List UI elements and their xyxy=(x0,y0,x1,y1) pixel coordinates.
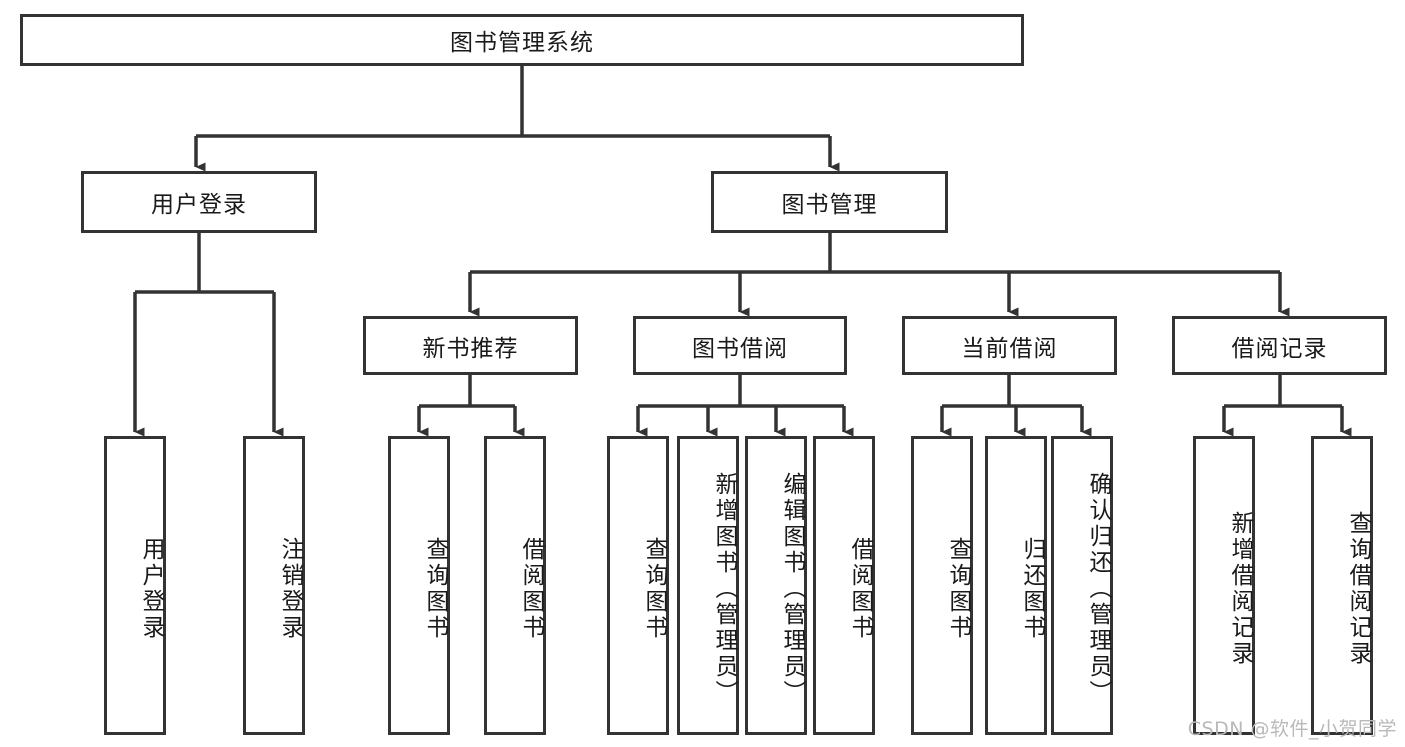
node-book-manage[interactable]: 图书管理 xyxy=(711,171,948,233)
node-borrow-record[interactable]: 借阅记录 xyxy=(1172,316,1387,375)
node-leaf-borrow-book-2[interactable]: 借阅图书 xyxy=(813,436,875,735)
node-new-book-recommend[interactable]: 新书推荐 xyxy=(363,316,578,375)
node-root[interactable]: 图书管理系统 xyxy=(20,14,1024,66)
node-current-borrow[interactable]: 当前借阅 xyxy=(902,316,1117,375)
node-leaf-query-borrow-record[interactable]: 查询借阅记录 xyxy=(1311,436,1373,735)
node-book-borrow[interactable]: 图书借阅 xyxy=(633,316,847,375)
node-user-login[interactable]: 用户登录 xyxy=(81,171,317,233)
node-leaf-edit-book-admin[interactable]: 编辑图书（管理员） xyxy=(745,436,807,735)
node-leaf-return-book[interactable]: 归还图书 xyxy=(985,436,1047,735)
watermark: CSDN @软件_小贺同学 xyxy=(1187,718,1397,740)
node-leaf-add-borrow-record[interactable]: 新增借阅记录 xyxy=(1193,436,1255,735)
node-leaf-add-book-admin[interactable]: 新增图书（管理员） xyxy=(677,436,739,735)
node-leaf-query-book-3[interactable]: 查询图书 xyxy=(911,436,973,735)
node-leaf-user-login[interactable]: 用户登录 xyxy=(104,436,166,735)
node-leaf-query-book-1[interactable]: 查询图书 xyxy=(388,436,450,735)
node-leaf-borrow-book-1[interactable]: 借阅图书 xyxy=(484,436,546,735)
node-leaf-logout[interactable]: 注销登录 xyxy=(243,436,305,735)
node-leaf-query-book-2[interactable]: 查询图书 xyxy=(607,436,669,735)
node-leaf-confirm-return-admin[interactable]: 确认归还（管理员） xyxy=(1051,436,1113,735)
